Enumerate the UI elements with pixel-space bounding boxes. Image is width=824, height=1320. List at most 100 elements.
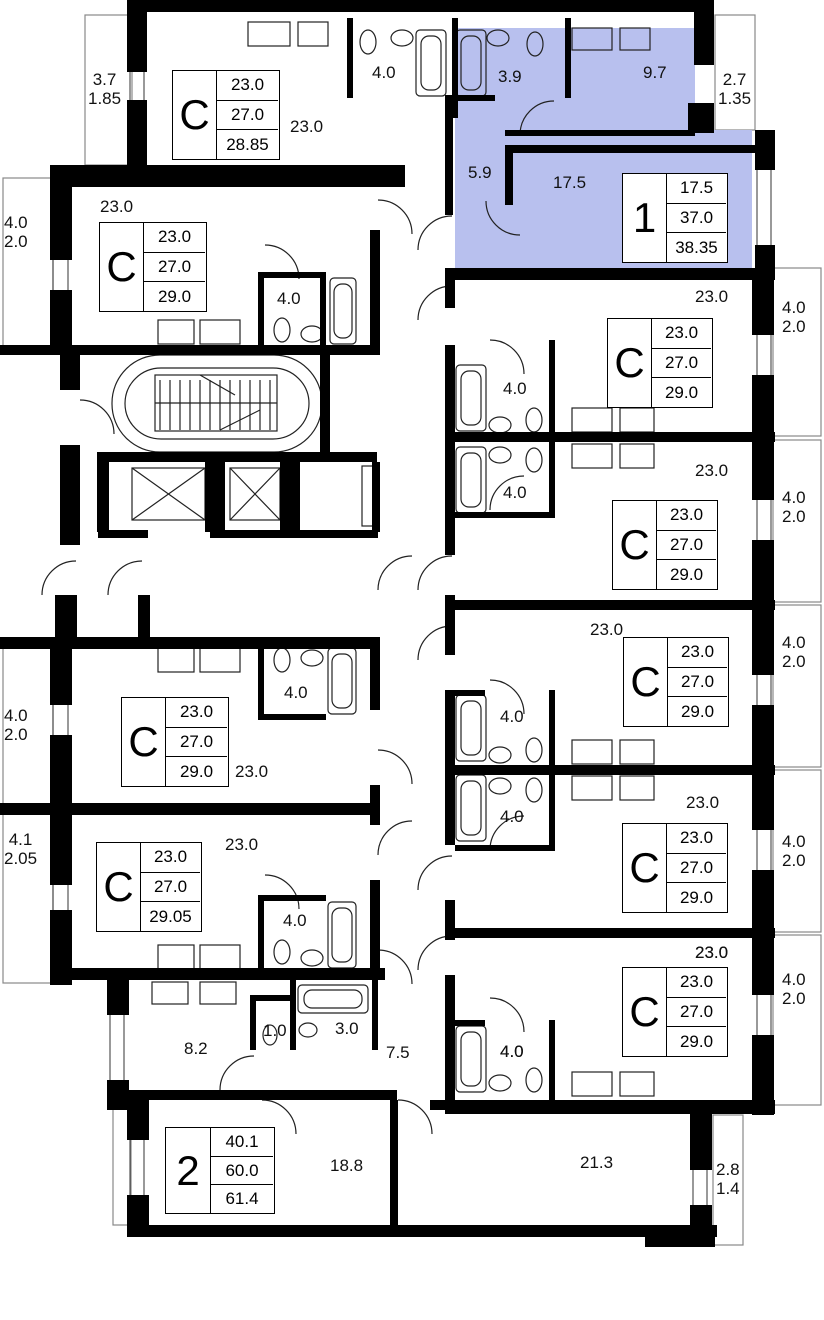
unit-area-value: 23.0 <box>217 71 278 101</box>
balcony-area-value: 2.0 <box>782 851 806 870</box>
unit-area-value: 27.0 <box>144 253 205 283</box>
unit-area-value: 23.0 <box>667 968 726 998</box>
balcony-area-value: 2.0 <box>4 725 28 744</box>
room-area-label: 17.5 <box>553 173 587 192</box>
unit-area-value: 23.0 <box>667 824 726 854</box>
balcony-area-value: 4.0 <box>782 298 806 317</box>
room-area-label: 4.0 <box>283 911 307 930</box>
balcony-area-value: 4.1 <box>8 830 33 849</box>
unit-area-value: 27.0 <box>667 854 726 884</box>
doors <box>41 100 555 1135</box>
unit-area-value: 27.0 <box>652 349 711 379</box>
unit-area-value: 27.0 <box>141 873 200 903</box>
room-area-label: 3.9 <box>498 67 522 86</box>
room-area-label: 23.0 <box>100 197 134 216</box>
room-area-label: 23.0 <box>290 117 324 136</box>
unit-type-code: C <box>630 658 661 705</box>
unit-area-value: 29.05 <box>149 906 192 926</box>
unit-area-value: 28.85 <box>226 134 269 154</box>
room-area-label: 23.0 <box>235 762 269 781</box>
unit-area-value: 40.1 <box>211 1128 273 1157</box>
unit-area-value: 29.0 <box>669 564 704 584</box>
room-area-label: 8.2 <box>184 1039 208 1058</box>
room-area-label: 23.0 <box>590 620 624 639</box>
room-area-label: 4.0 <box>284 683 308 702</box>
unit-type-code: C <box>103 863 134 910</box>
balcony-area-value: 2.05 <box>4 849 38 868</box>
room-area-label: 3.0 <box>335 1019 359 1038</box>
unit-area-value: 37.0 <box>667 204 726 234</box>
room-area-label: 18.8 <box>330 1156 364 1175</box>
unit-area-value: 17.5 <box>667 174 726 204</box>
unit-area-value: 38.35 <box>675 237 718 257</box>
room-area-label: 23.0 <box>695 943 729 962</box>
unit-area-value: 27.0 <box>657 531 716 561</box>
balcony-area-value: 1.85 <box>88 89 122 108</box>
balcony-area-value: 1.35 <box>718 89 752 108</box>
unit-type-code: C <box>106 243 137 290</box>
room-area-label: 23.0 <box>695 461 729 480</box>
unit-type-code: 1 <box>632 194 657 241</box>
room-area-label: 9.7 <box>643 63 667 82</box>
room-area-label: 4.0 <box>500 807 524 826</box>
unit-type-code: C <box>629 988 660 1035</box>
room-area-label: 23.0 <box>695 943 729 962</box>
unit-area-value: 23.0 <box>166 698 227 728</box>
unit-area-value: 60.0 <box>211 1157 273 1186</box>
room-area-label: 4.0 <box>503 483 527 502</box>
unit-area-value: 61.4 <box>225 1189 259 1209</box>
room-area-label: 4.0 <box>277 289 301 308</box>
unit-area-value: 29.0 <box>679 887 714 907</box>
balcony-area-value: 2.7 <box>722 70 747 89</box>
walls <box>0 0 775 1247</box>
unit-area-value: 29.0 <box>679 1031 714 1051</box>
balcony-area-value: 2.0 <box>782 317 806 336</box>
balcony-area-value: 4.0 <box>4 213 28 232</box>
unit-area-value: 23.0 <box>657 501 716 531</box>
balcony-area-value: 3.7 <box>92 70 117 89</box>
unit-type-code: 2 <box>176 1146 200 1194</box>
room-area-label: 4.0 <box>500 707 524 726</box>
balcony-area-value: 2.0 <box>4 232 28 251</box>
fixtures <box>151 21 655 1097</box>
unit-area-value: 29.0 <box>157 286 192 306</box>
unit-type-code: C <box>179 91 210 138</box>
room-area-label: 23.0 <box>686 793 720 812</box>
balcony-area-value: 4.0 <box>782 633 806 652</box>
balcony-area-value: 4.0 <box>782 488 806 507</box>
unit-area-value: 27.0 <box>217 101 278 131</box>
unit-type-code: C <box>128 718 159 765</box>
unit-area-value: 29.0 <box>664 382 699 402</box>
unit-area-value: 23.0 <box>144 223 205 253</box>
balcony-area-value: 2.0 <box>782 507 806 526</box>
unit-type-code: C <box>619 521 650 568</box>
unit-area-value: 23.0 <box>652 319 711 349</box>
unit-area-value: 29.0 <box>179 761 214 781</box>
stairwell <box>111 354 323 453</box>
room-area-label: 23.0 <box>695 287 729 306</box>
windows <box>52 72 772 1205</box>
unit-area-value: 23.0 <box>668 638 727 668</box>
unit-area-value: 27.0 <box>668 668 727 698</box>
room-area-label: 7.5 <box>386 1043 410 1062</box>
room-area-label: 23.0 <box>225 835 259 854</box>
balcony-area-value: 4.0 <box>782 970 806 989</box>
